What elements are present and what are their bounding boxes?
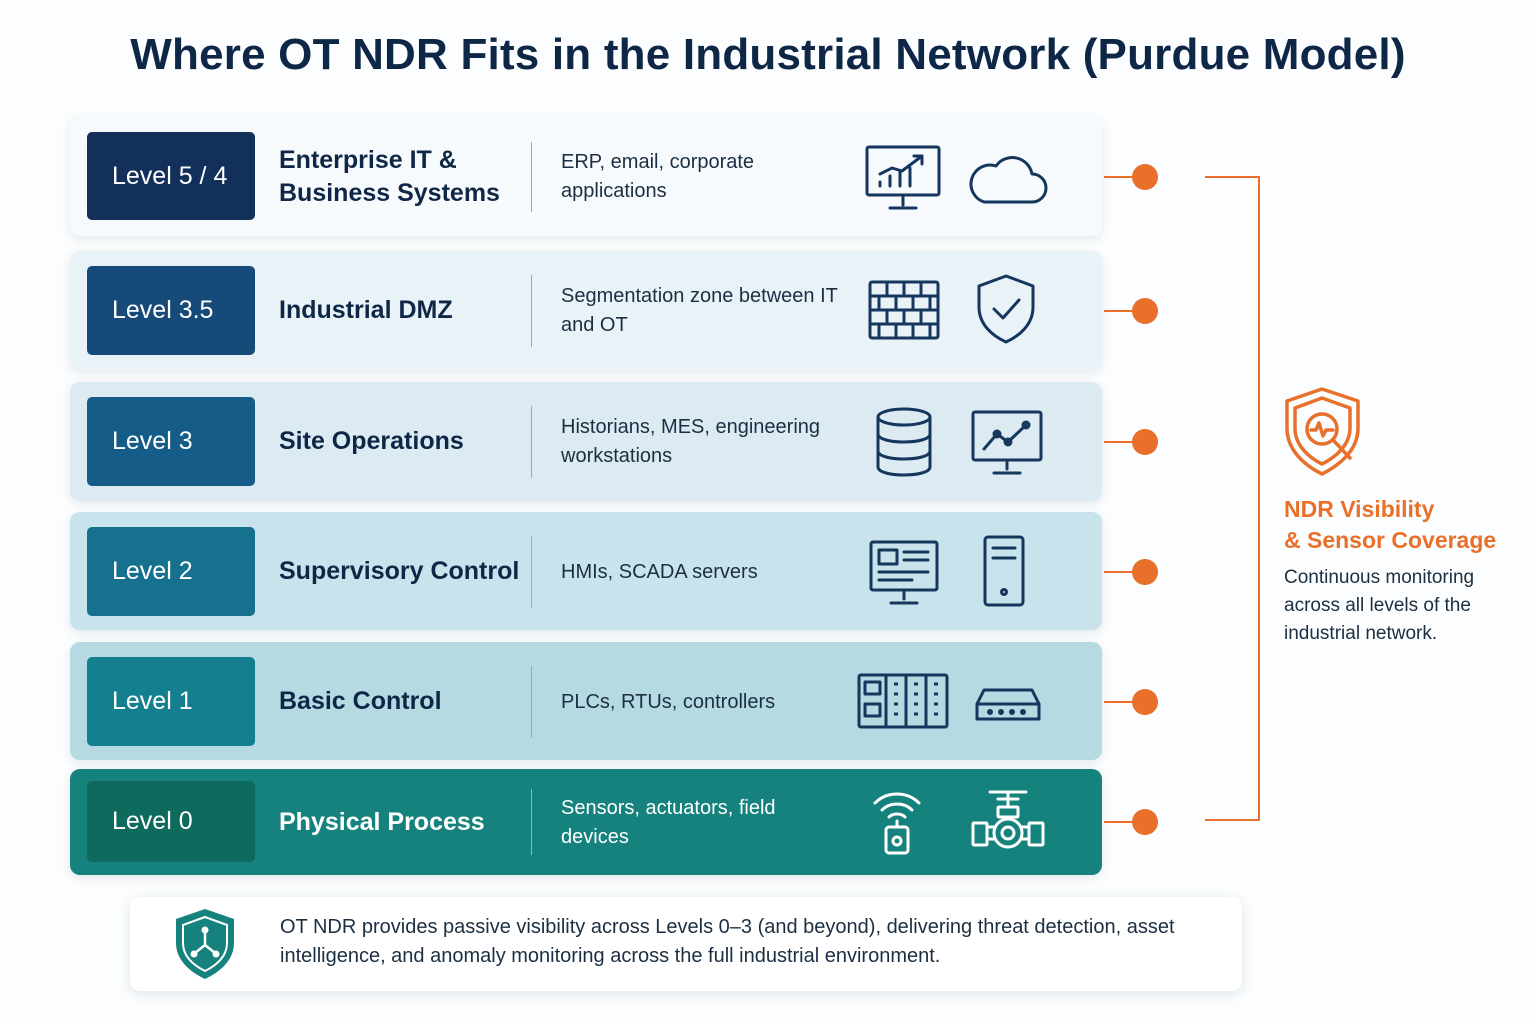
level-title: Industrial DMZ — [279, 295, 453, 324]
connector-dot — [1132, 298, 1158, 324]
connector-dot — [1132, 689, 1158, 715]
row-divider — [531, 275, 532, 347]
level-badge: Level 5 / 4 — [87, 132, 255, 220]
database-icon — [876, 407, 932, 477]
connector-line — [1104, 701, 1144, 703]
server-tower-icon — [983, 535, 1025, 607]
connector-dot — [1132, 809, 1158, 835]
controller-device-icon — [975, 688, 1041, 721]
level-title: Supervisory Control — [279, 556, 520, 585]
shield-network-icon — [176, 909, 234, 979]
level-badge: Level 3.5 — [87, 266, 255, 355]
footer-note: OT NDR provides passive visibility acros… — [130, 897, 1242, 991]
row-divider — [531, 789, 532, 855]
level-row-3: Level 3 Site Operations Historians, MES,… — [70, 382, 1102, 501]
level-row-3-5: Level 3.5 Industrial DMZ Segmentation zo… — [70, 251, 1102, 370]
level-badge: Level 1 — [87, 657, 255, 746]
level-badge: Level 0 — [87, 781, 255, 862]
level-description: PLCs, RTUs, controllers — [561, 690, 776, 713]
level-description: ERP, email, corporate applications — [561, 151, 755, 202]
cloud-icon — [969, 156, 1048, 204]
row-divider — [531, 666, 532, 738]
connector-dot — [1132, 559, 1158, 585]
shield-search-icon — [1285, 387, 1360, 476]
row-divider — [531, 406, 532, 478]
firewall-icon — [868, 280, 940, 340]
level-title: Enterprise IT & Business Systems — [279, 146, 500, 207]
row-divider — [531, 536, 532, 608]
coverage-bracket — [1205, 176, 1260, 821]
side-panel-title: NDR Visibility & Sensor Coverage — [1284, 496, 1497, 553]
valve-actuator-icon — [971, 790, 1045, 849]
connector-line — [1104, 310, 1144, 312]
connector-dot — [1132, 429, 1158, 455]
level-title: Site Operations — [279, 426, 464, 455]
footer-text: OT NDR provides passive visibility acros… — [280, 916, 1175, 967]
level-row-1: Level 1 Basic Control PLCs, RTUs, contro… — [70, 642, 1102, 760]
wireless-sensor-icon — [873, 792, 921, 855]
connector-dot — [1132, 164, 1158, 190]
level-description: Historians, MES, engineering workstation… — [561, 416, 821, 467]
connector-line — [1104, 821, 1144, 823]
level-row-0: Level 0 Physical Process Sensors, actuat… — [70, 769, 1102, 875]
side-panel-text: Continuous monitoring across all levels … — [1284, 567, 1475, 644]
dashboard-monitor-icon — [865, 145, 941, 210]
workstation-chart-icon — [971, 410, 1043, 475]
connector-line — [1104, 176, 1144, 178]
level-title: Basic Control — [279, 686, 442, 715]
level-description: Segmentation zone between IT and OT — [561, 285, 838, 336]
page-title: Where OT NDR Fits in the Industrial Netw… — [130, 30, 1406, 79]
connector-line — [1104, 441, 1144, 443]
shield-check-icon — [977, 274, 1035, 344]
connector-line — [1104, 571, 1144, 573]
level-row-2: Level 2 Supervisory Control HMIs, SCADA … — [70, 512, 1102, 630]
row-divider — [531, 142, 532, 212]
plc-rack-icon — [857, 673, 949, 729]
level-description: Sensors, actuators, field devices — [561, 797, 776, 848]
hmi-screen-icon — [869, 540, 939, 605]
level-badge: Level 2 — [87, 527, 255, 616]
level-description: HMIs, SCADA servers — [561, 560, 758, 583]
level-row-5-4: Level 5 / 4 Enterprise IT & Business Sys… — [70, 116, 1102, 236]
level-title: Physical Process — [279, 807, 485, 836]
level-badge: Level 3 — [87, 397, 255, 486]
